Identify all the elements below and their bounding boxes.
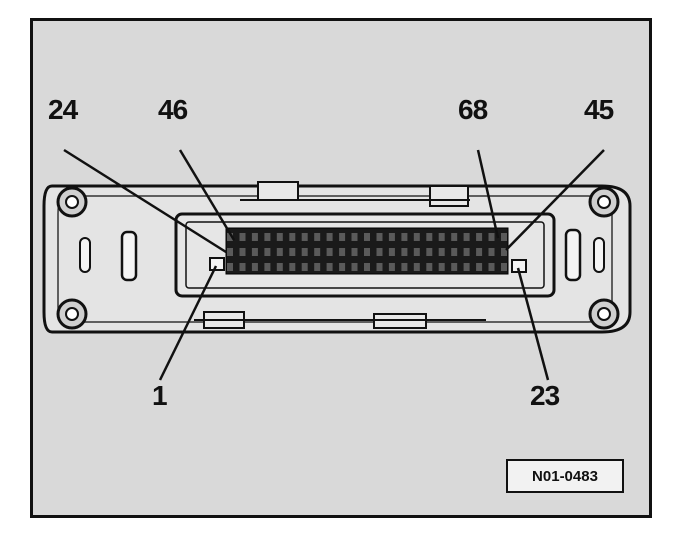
- pin: [227, 233, 233, 241]
- pin: [426, 263, 433, 271]
- pin: [426, 248, 433, 256]
- leader-46: [178, 149, 236, 241]
- pin: [463, 248, 470, 256]
- pin: [476, 233, 483, 241]
- slot-left-inner: [120, 230, 138, 282]
- pin-label-46: 46: [158, 94, 188, 125]
- slot-left-outer: [79, 237, 91, 273]
- pin-label-45: 45: [584, 94, 614, 125]
- pin: [251, 248, 258, 256]
- pin-grid: [227, 233, 507, 271]
- pin: [488, 233, 495, 241]
- pin-label-1: 1: [152, 380, 168, 411]
- pin: [239, 263, 246, 271]
- connector-housing-inner: [185, 221, 545, 289]
- pin-label-68: 68: [458, 94, 488, 125]
- screw-top-left: [56, 186, 88, 218]
- pin: [289, 263, 296, 271]
- pin: [488, 263, 495, 271]
- pin: [376, 263, 383, 271]
- pin-marker-1: [209, 257, 225, 271]
- pin: [488, 248, 495, 256]
- pin: [364, 233, 370, 241]
- pin: [426, 233, 433, 241]
- pin: [227, 263, 233, 271]
- pin: [501, 233, 507, 241]
- pin: [438, 233, 445, 241]
- pin: [388, 263, 395, 271]
- pin: [401, 248, 408, 256]
- pin: [413, 248, 420, 256]
- pin: [463, 233, 470, 241]
- leader-23: [516, 267, 550, 381]
- pin: [339, 263, 346, 271]
- pin: [401, 233, 408, 241]
- screw-top-right: [588, 186, 620, 218]
- leader-45: [505, 149, 605, 251]
- top-tab-right: [429, 185, 469, 207]
- pin: [339, 233, 346, 241]
- pin: [364, 248, 370, 256]
- pin: [276, 248, 283, 256]
- pin: [227, 248, 233, 256]
- pin: [388, 233, 395, 241]
- pin: [501, 263, 507, 271]
- pin: [276, 263, 283, 271]
- pin: [251, 263, 258, 271]
- pin: [451, 263, 458, 271]
- pin: [264, 248, 271, 256]
- pin: [413, 233, 420, 241]
- pin: [451, 233, 458, 241]
- pin-label-23: 23: [530, 380, 560, 411]
- pin: [326, 248, 333, 256]
- pin: [289, 233, 296, 241]
- pin: [351, 248, 358, 256]
- pin: [413, 263, 420, 271]
- pin: [239, 233, 246, 241]
- pin: [438, 263, 445, 271]
- pin: [463, 263, 470, 271]
- pin: [364, 263, 370, 271]
- screw-bottom-right: [588, 298, 620, 330]
- pin: [251, 233, 258, 241]
- leader-24: [63, 148, 227, 254]
- pin: [264, 263, 271, 271]
- pin: [326, 233, 333, 241]
- pin: [401, 263, 408, 271]
- pin: [264, 233, 271, 241]
- screw-bottom-left: [56, 298, 88, 330]
- leader-1: [158, 265, 218, 381]
- pin: [351, 233, 358, 241]
- pin: [239, 248, 246, 256]
- pin: [314, 233, 321, 241]
- pin: [326, 263, 333, 271]
- pin: [314, 248, 321, 256]
- pin: [376, 248, 383, 256]
- pin: [438, 248, 445, 256]
- pin: [476, 248, 483, 256]
- pin: [351, 263, 358, 271]
- slot-right-outer: [593, 237, 605, 273]
- pin: [301, 248, 308, 256]
- pin: [376, 233, 383, 241]
- pin: [339, 248, 346, 256]
- pin: [451, 248, 458, 256]
- figure-reference: N01-0483: [506, 459, 624, 493]
- slot-right-inner: [564, 228, 582, 282]
- pin-label-24: 24: [48, 94, 78, 125]
- leader-68: [476, 149, 500, 239]
- top-tab-left: [257, 181, 299, 201]
- pin: [314, 263, 321, 271]
- pin: [388, 248, 395, 256]
- pin: [276, 233, 283, 241]
- pin: [301, 233, 308, 241]
- pin: [289, 248, 296, 256]
- pin: [501, 248, 507, 256]
- pin: [301, 263, 308, 271]
- pin: [476, 263, 483, 271]
